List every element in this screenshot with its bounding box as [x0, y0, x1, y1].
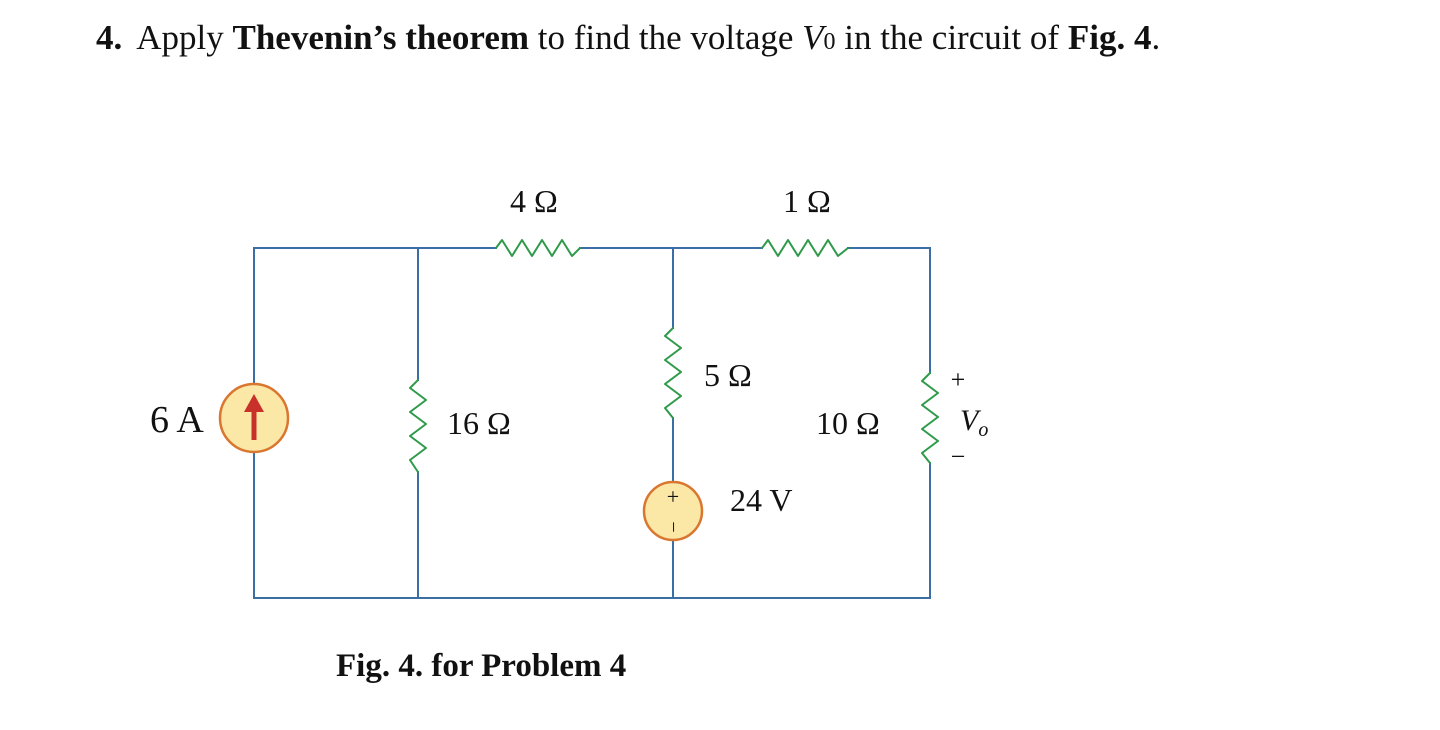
- current-source-arrow-head: [244, 394, 264, 412]
- problem-var-sub: 0: [823, 29, 836, 55]
- output-minus: −: [951, 442, 966, 471]
- voltage-source-circle: [642, 480, 704, 542]
- output-var: V: [960, 404, 982, 437]
- label-5-ohm: 5 Ω: [704, 357, 752, 393]
- figure-caption: Fig. 4. for Problem 4: [336, 648, 627, 684]
- label-6a: 6 A: [150, 399, 204, 441]
- output-vo-label: Vo: [960, 404, 988, 441]
- resistor-10-ohm: [921, 372, 939, 464]
- label-16-ohm: 16 Ω: [447, 405, 511, 441]
- resistor-4-ohm: [495, 239, 581, 257]
- label-10-ohm: 10 Ω: [816, 405, 880, 441]
- voltage-source-minus: −: [662, 521, 684, 532]
- problem-statement: 4. Apply Thevenin’s theorem to find the v…: [96, 18, 1160, 58]
- problem-text-4: .: [1151, 18, 1161, 57]
- resistor-5-ohm: [664, 327, 682, 419]
- problem-text-1: Apply: [136, 18, 233, 57]
- problem-bold-fig: Fig. 4: [1067, 18, 1152, 57]
- problem-number: 4.: [96, 18, 123, 57]
- problem-text-3: in the circuit of: [835, 18, 1068, 57]
- voltage-source-24v: + −: [642, 480, 704, 542]
- problem-text-2: to find the voltage: [529, 18, 803, 57]
- resistor-1-ohm: [761, 239, 849, 257]
- voltage-source-plus: +: [667, 484, 679, 509]
- output-plus: +: [951, 365, 966, 394]
- output-var-sub: o: [978, 419, 988, 441]
- wire-top-3: [847, 247, 931, 374]
- current-source-6a: [218, 382, 290, 454]
- resistor-16-ohm: [409, 379, 427, 473]
- problem-bold-theorem: Thevenin’s theorem: [232, 18, 530, 57]
- label-24v: 24 V: [730, 482, 793, 518]
- label-4-ohm: 4 Ω: [510, 183, 558, 219]
- problem-var-v: V: [802, 18, 824, 57]
- label-1-ohm: 1 Ω: [783, 183, 831, 219]
